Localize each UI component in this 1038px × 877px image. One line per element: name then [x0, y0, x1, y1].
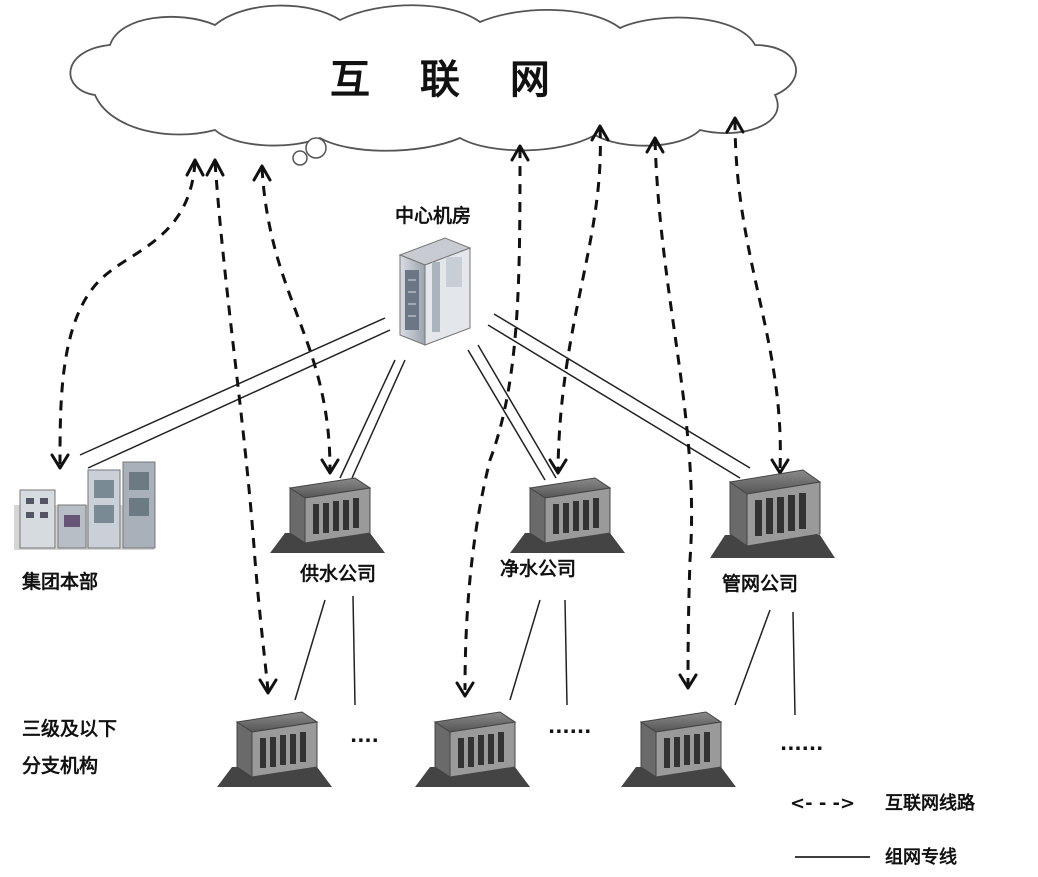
water-purify-label: 净水公司 [500, 557, 576, 580]
hq-buildings-icon [14, 461, 156, 550]
water-supply-label: 供水公司 [299, 562, 376, 585]
branch-building-icon-3 [621, 711, 736, 787]
private-lines [79, 313, 796, 716]
ellipsis-1: .... [350, 725, 379, 747]
center-label: 中心机房 [395, 204, 471, 227]
internet-cloud: 互 联 网 [69, 4, 797, 166]
branches-label-line2: 分支机构 [22, 754, 98, 777]
pipe-network-building-icon [710, 469, 835, 558]
ellipsis-3: ...... [780, 733, 823, 755]
water-supply-building-icon [270, 477, 385, 553]
legend-internet-symbol: <- - -> [790, 793, 855, 814]
legend: <- - -> 互联网线路 组网专线 [790, 792, 976, 868]
cloud-label: 互 联 网 [330, 57, 568, 103]
legend-private-label: 组网专线 [885, 846, 957, 868]
branch-building-icon-1 [217, 711, 332, 787]
internet-lines [50, 116, 790, 698]
ellipsis-2: ...... [548, 716, 591, 738]
hq-label: 集团本部 [21, 570, 98, 593]
branch-building-icon-2 [415, 711, 530, 787]
branches-label-line1: 三级及以下 [22, 717, 117, 740]
legend-internet-label: 互联网线路 [885, 792, 976, 814]
water-purify-building-icon [510, 477, 625, 553]
center-server-icon [398, 237, 472, 346]
pipe-network-label: 管网公司 [722, 572, 798, 595]
